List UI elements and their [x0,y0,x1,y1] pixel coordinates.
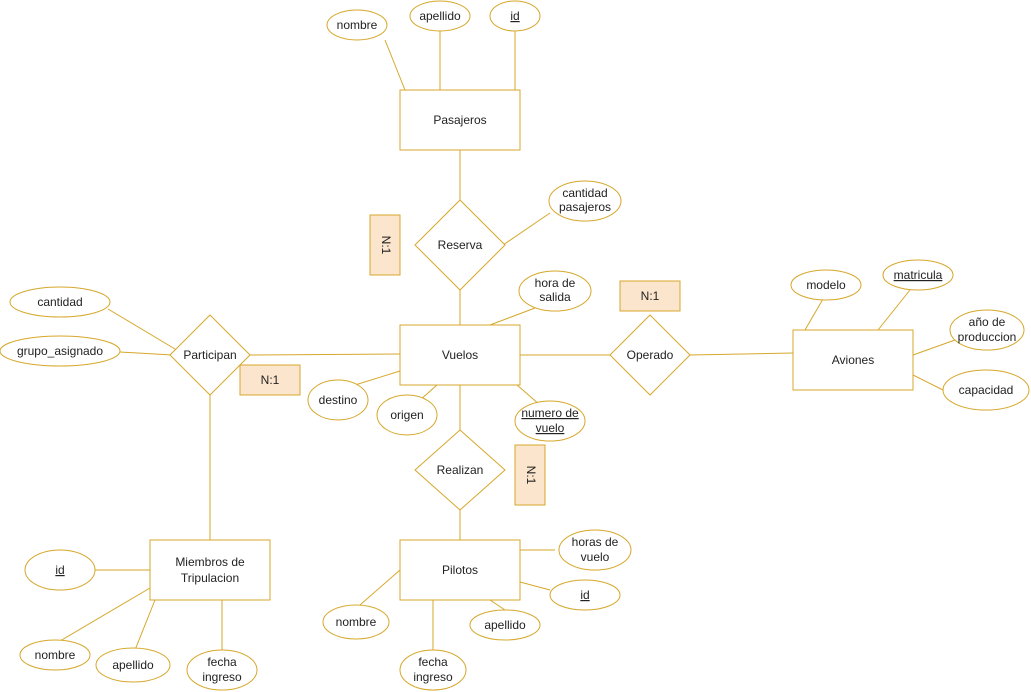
attribute-label: id [55,563,64,577]
attribute-cantidad-pasajeros[interactable]: cantidad pasajeros [548,180,622,222]
relationship-operado-label: Operado [627,348,674,362]
attribute-modelo[interactable]: modelo [790,269,862,301]
attribute-label: destino [319,393,358,407]
attribute-label: cantidad [562,186,607,200]
attribute-grupo-asignado[interactable]: grupo_asignado [0,335,121,367]
cardinality-reserva: N:1 [369,214,401,276]
attribute-pilotos-fecha-ingreso[interactable]: fecha ingreso [399,649,467,691]
attribute-capacidad[interactable]: capacidad [942,369,1030,411]
attribute-pasajeros-nombre[interactable]: nombre [326,9,388,41]
attribute-pasajeros-id[interactable]: id [489,0,541,32]
entity-pilotos[interactable]: Pilotos [399,539,521,601]
attribute-label: vuelo [536,421,565,435]
attribute-label: modelo [806,278,846,292]
attribute-destino[interactable]: destino [307,379,369,421]
relationship-reserva-label: Reserva [438,238,483,252]
attribute-label: año de [969,315,1006,329]
cardinality-operado: N:1 [619,280,681,312]
attribute-tripulacion-id[interactable]: id [24,549,96,591]
entity-miembros-tripulacion[interactable]: Miembros de Tripulacion [149,539,271,601]
attribute-pilotos-nombre[interactable]: nombre [322,604,390,640]
attribute-origen[interactable]: origen [376,394,438,436]
attribute-label: capacidad [959,383,1014,397]
attribute-label: salida [539,290,571,304]
entity-pasajeros[interactable]: Pasajeros [399,89,521,151]
entity-vuelos-label: Vuelos [442,348,478,362]
attribute-label: id [510,9,519,23]
attribute-label: origen [390,408,423,422]
relationship-realizan[interactable]: Realizan [414,429,506,511]
attribute-label: hora de [535,276,576,290]
entity-miembros-label-line1: Miembros de [175,555,245,569]
attribute-label: apellido [484,618,526,632]
attribute-label: id [580,588,589,602]
entity-pasajeros-label: Pasajeros [433,113,486,127]
attribute-label: grupo_asignado [17,344,103,358]
entity-pilotos-label: Pilotos [442,563,478,577]
entity-miembros-label-line2: Tripulacion [181,571,239,585]
attribute-pilotos-id[interactable]: id [549,579,621,611]
entity-aviones-label: Aviones [832,353,874,367]
relationship-participan[interactable]: Participan [169,314,251,396]
attribute-numero-vuelo[interactable]: numero de vuelo [514,400,586,442]
attribute-label: produccion [958,330,1017,344]
relationship-realizan-label: Realizan [437,463,484,477]
cardinality-realizan-label: N:1 [524,466,538,485]
attribute-pilotos-apellido[interactable]: apellido [469,609,541,641]
attribute-label: fecha [207,655,237,669]
attribute-label: ingreso [202,670,242,684]
attribute-label: nombre [35,648,76,662]
attribute-matricula[interactable]: matricula [882,259,954,291]
relationship-reserva[interactable]: Reserva [414,199,506,291]
cardinality-operado-label: N:1 [641,289,660,303]
attribute-hora-salida[interactable]: hora de salida [518,270,592,312]
relationship-participan-label: Participan [183,348,236,362]
attribute-label: nombre [336,615,377,629]
attribute-label: vuelo [581,550,610,564]
attribute-tripulacion-nombre[interactable]: nombre [19,639,91,671]
cardinality-reserva-label: N:1 [379,236,393,255]
cardinality-participan-label: N:1 [261,373,280,387]
attribute-label: apellido [112,658,154,672]
cardinality-participan: N:1 [239,364,301,396]
attribute-pasajeros-apellido[interactable]: apellido [409,0,471,32]
attribute-cantidad[interactable]: cantidad [9,286,111,318]
attribute-label: apellido [419,9,461,23]
entity-vuelos[interactable]: Vuelos [399,324,521,386]
attribute-horas-vuelo[interactable]: horas de vuelo [558,529,632,571]
attribute-label: pasajeros [559,200,611,214]
entity-aviones[interactable]: Aviones [792,329,914,391]
attribute-label: ingreso [413,670,453,684]
attribute-tripulacion-apellido[interactable]: apellido [95,647,171,683]
cardinality-realizan: N:1 [514,444,546,506]
attribute-tripulacion-fecha-ingreso[interactable]: fecha ingreso [186,649,258,691]
attribute-label: numero de [521,406,579,420]
attribute-anio-produccion[interactable]: año de produccion [949,309,1025,351]
connectors [59,31,956,652]
attribute-label: horas de [572,535,619,549]
attribute-label: matricula [894,268,943,282]
relationship-operado[interactable]: Operado [609,314,691,396]
attribute-label: fecha [418,655,448,669]
attribute-label: nombre [337,18,378,32]
attribute-label: cantidad [37,295,82,309]
